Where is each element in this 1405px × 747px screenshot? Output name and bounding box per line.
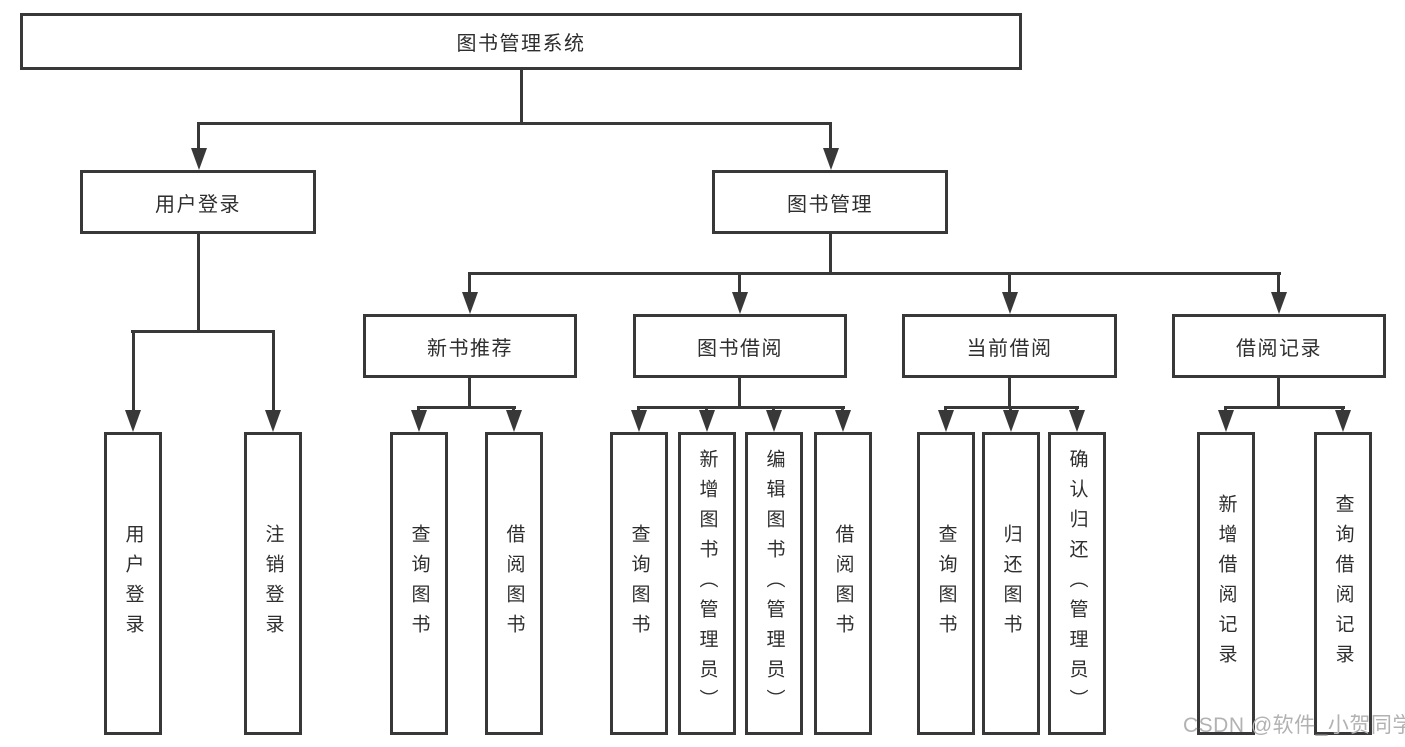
node-leaf-borrow-books-recommend: 借阅图书 xyxy=(485,432,543,735)
arrowhead-icon xyxy=(835,410,851,432)
arrowhead-icon xyxy=(1218,410,1234,432)
arrowhead-icon xyxy=(1069,410,1085,432)
arrowhead-icon xyxy=(411,410,427,432)
node-leaf-return-books: 归还图书 xyxy=(982,432,1040,735)
connector-v xyxy=(197,122,200,152)
connector-v xyxy=(1008,272,1011,296)
node-leaf-add-borrow-record: 新增借阅记录 xyxy=(1197,432,1255,735)
connector-v xyxy=(272,330,275,412)
arrowhead-icon xyxy=(732,292,748,314)
arrowhead-icon xyxy=(938,410,954,432)
connector-v xyxy=(468,272,471,296)
connector-h xyxy=(131,330,275,333)
connector-v xyxy=(1277,272,1280,296)
connector-h xyxy=(198,122,832,125)
csdn-watermark: CSDN @软件_小贺同学 xyxy=(1183,714,1405,737)
connector-v xyxy=(829,234,832,272)
connector-v xyxy=(1277,378,1280,406)
connector-v xyxy=(1008,378,1011,406)
connector-h xyxy=(417,406,516,409)
node-leaf-query-books: 查询图书 xyxy=(610,432,668,735)
node-leaf-query-books-recommend: 查询图书 xyxy=(390,432,448,735)
connector-v xyxy=(738,272,741,296)
connector-v xyxy=(197,234,200,330)
connector-v xyxy=(520,70,523,122)
node-leaf-edit-books-admin: 编辑图书（管理员） xyxy=(745,432,803,735)
node-leaf-borrow-books: 借阅图书 xyxy=(814,432,872,735)
arrowhead-icon xyxy=(462,292,478,314)
arrowhead-icon xyxy=(191,148,207,170)
node-library-management-system: 图书管理系统 xyxy=(20,13,1022,70)
node-borrow-records: 借阅记录 xyxy=(1172,314,1386,378)
connector-h xyxy=(1224,406,1345,409)
node-leaf-user-login: 用户登录 xyxy=(104,432,162,735)
node-current-borrow: 当前借阅 xyxy=(902,314,1117,378)
arrowhead-icon xyxy=(1271,292,1287,314)
connector-v xyxy=(468,378,471,406)
arrowhead-icon xyxy=(265,410,281,432)
node-new-book-recommend: 新书推荐 xyxy=(363,314,577,378)
connector-v xyxy=(829,122,832,152)
arrowhead-icon xyxy=(823,148,839,170)
node-leaf-query-borrow-record: 查询借阅记录 xyxy=(1314,432,1372,735)
node-leaf-confirm-return-admin: 确认归还（管理员） xyxy=(1048,432,1106,735)
arrowhead-icon xyxy=(766,410,782,432)
arrowhead-icon xyxy=(1335,410,1351,432)
arrowhead-icon xyxy=(125,410,141,432)
connector-h xyxy=(637,406,845,409)
node-user-login: 用户登录 xyxy=(80,170,316,234)
node-leaf-query-books-current: 查询图书 xyxy=(917,432,975,735)
node-book-borrow: 图书借阅 xyxy=(633,314,847,378)
node-leaf-logout: 注销登录 xyxy=(244,432,302,735)
connector-h xyxy=(468,272,1281,275)
arrowhead-icon xyxy=(506,410,522,432)
arrowhead-icon xyxy=(1003,410,1019,432)
connector-v xyxy=(738,378,741,406)
connector-v xyxy=(132,330,135,412)
arrowhead-icon xyxy=(1002,292,1018,314)
node-leaf-add-books-admin: 新增图书（管理员） xyxy=(678,432,736,735)
arrowhead-icon xyxy=(699,410,715,432)
node-book-management: 图书管理 xyxy=(712,170,948,234)
arrowhead-icon xyxy=(631,410,647,432)
